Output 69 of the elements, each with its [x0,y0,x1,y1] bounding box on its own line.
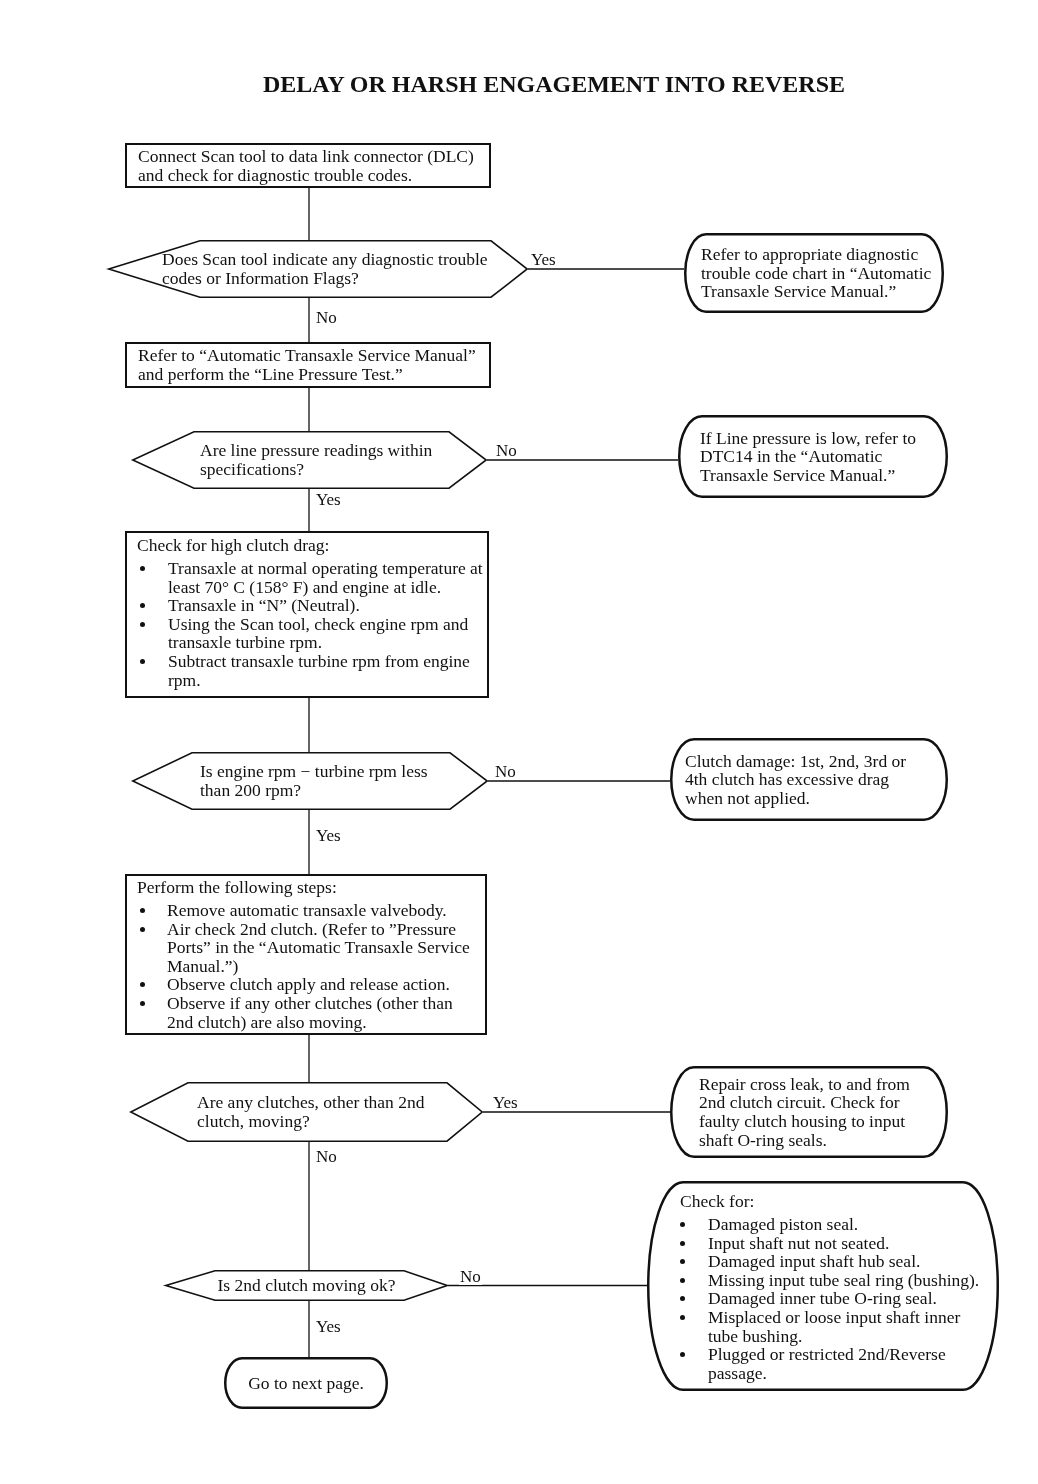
connector-line [308,297,310,343]
connector-line [308,697,310,753]
list-item-text: Using the Scan tool, check engine rpm and transaxle turbine rpm. [168,614,470,653]
node-text: Go to next page. [248,1373,364,1393]
connector-line [308,809,310,875]
terminal-box [647,1181,999,1391]
decision-box [132,431,487,489]
node-text: Refer to appropriate diagnostic trouble code chart in “Automatic Transaxle Service Manual.” [701,245,933,301]
list-item-text: Damaged inner tube O-ring seal. [708,1289,937,1309]
node-text: Is engine rpm − turbine rpm less than 200 rpm? [200,762,429,800]
connector-line [308,1300,310,1358]
node-text: Connect Scan tool to data link connector (DLC) and check for diagnostic trouble codes. [138,146,475,185]
connector-line [308,1034,310,1083]
terminal-box [670,738,948,821]
list-item-text: Air check 2nd clutch. (Refer to ”Pressure Ports” in the “Automatic Transaxle Service Manual.”) [167,919,471,976]
box-heading: Perform the following steps: [137,878,337,897]
list-item-text: Observe clutch apply and release action. [167,975,451,995]
list-item-text: Remove automatic transaxle valvebody. [167,901,448,920]
list-item-text: Transaxle in “N” (Neutral). [168,596,360,615]
connector-line [308,187,310,241]
box-heading: Check for high clutch drag: [137,536,330,555]
terminal-box [678,415,948,498]
terminal-box [224,1357,388,1409]
decision-box [108,240,528,298]
decision-box [165,1270,448,1301]
node-text: Refer to “Automatic Transaxle Service Manual” and perform the “Line Pressure Test.” [138,346,477,384]
terminal-box [670,1066,948,1158]
process-box [125,531,489,698]
connector-line [527,268,685,270]
edge-label: No [315,1148,338,1165]
edge-label: No [315,309,338,326]
node-text: Is 2nd clutch moving ok? [217,1276,396,1295]
connector-line [487,780,671,782]
list-item-text: Damaged input shaft hub seal. [708,1252,922,1271]
node-text: Clutch damage: 1st, 2nd, 3rd or 4th clutch has excessive drag when not applied. [685,751,908,808]
connector-line [308,1141,310,1271]
process-box [125,342,491,388]
edge-label: Yes [315,1318,342,1335]
list-item-text: Input shaft nut not seated. [708,1233,891,1253]
connector-line [486,459,679,461]
list-item-text: Observe if any other clutches (other than 2nd clutch) are also moving. [167,994,454,1032]
diagram-title: DELAY OR HARSH ENGAGEMENT INTO REVERSE [262,70,846,98]
list-item-text: Transaxle at normal operating temperature at least 70° C (158° F) and engine at idle. [168,559,484,597]
process-box [125,143,491,188]
list-item-text: Missing input tube seal ring (bushing). [708,1270,981,1290]
terminal-box [684,233,944,313]
edge-label: Yes [492,1094,519,1111]
edge-label: Yes [530,251,557,268]
list-item-text: Plugged or restricted 2nd/Reverse passage. [708,1345,947,1383]
edge-label: No [495,442,518,459]
decision-box [132,752,488,810]
list-item-text: Damaged piston seal. [708,1215,860,1234]
decision-box [130,1082,483,1142]
process-box [125,874,487,1035]
node-text: Are line pressure readings within specifications? [200,441,434,479]
edge-label: Yes [315,827,342,844]
connector-line [482,1111,671,1113]
node-text: Repair cross leak, to and from 2nd clutch circuit. Check for faulty clutch housing to input shaft O-ring seals. [699,1074,911,1150]
node-text: If Line pressure is low, refer to DTC14 in the “Automatic Transaxle Service Manual.” [700,428,918,485]
connector-line [308,387,310,432]
list-item-text: Misplaced or loose input shaft inner tube bushing. [708,1308,962,1346]
connector-line [447,1284,648,1287]
edge-label: Yes [315,491,342,508]
list-item-text: Subtract transaxle turbine rpm from engine rpm. [168,652,471,690]
node-text: Does Scan tool indicate any diagnostic trouble codes or Information Flags? [162,250,489,288]
connector-line [308,488,310,532]
edge-label: No [494,763,517,780]
node-text: Are any clutches, other than 2nd clutch, moving? [197,1093,426,1131]
box-heading: Check for: [680,1192,755,1211]
